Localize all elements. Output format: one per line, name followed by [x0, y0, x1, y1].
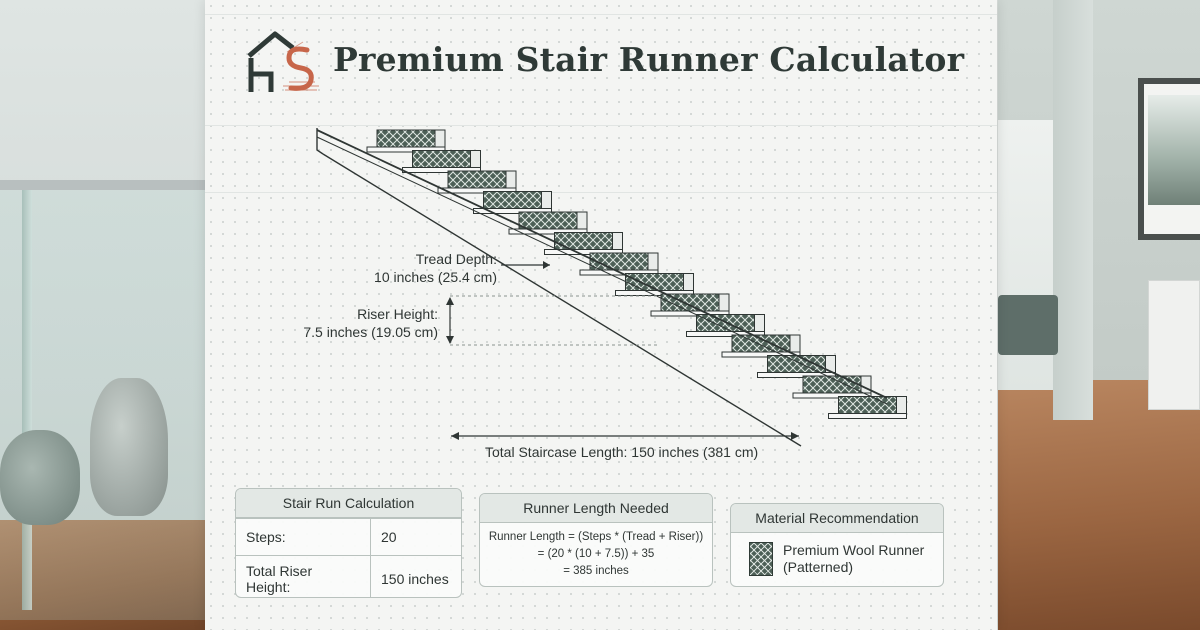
material-name-line: (Patterned) [783, 559, 854, 575]
divider [205, 14, 997, 15]
table-cell-label: Steps: [236, 518, 371, 556]
stair-riser-side [612, 232, 623, 250]
stair-riser-side [754, 314, 765, 332]
stair-runner-segment [518, 211, 578, 230]
divider [205, 192, 997, 193]
calculator-card: Premium Stair Runner Calculator Tread De… [205, 0, 997, 630]
material-panel: Material Recommendation Premium Wool Run… [730, 503, 944, 587]
material-name-line: Premium Wool Runner [783, 542, 925, 558]
stair-runner-segment [376, 129, 436, 148]
stair-riser-side [789, 334, 801, 353]
table-row: Total Riser Height: 150 inches [236, 555, 461, 597]
arrowhead [791, 432, 799, 440]
table-cell-value: 150 inches [370, 555, 461, 597]
stair-tread [828, 413, 907, 419]
stair-riser-side [718, 293, 730, 312]
glass-edge [22, 190, 32, 610]
arrowhead [446, 336, 454, 344]
right-room-scene [998, 0, 1200, 630]
stair-run-panel: Stair Run Calculation Steps: 20 Total Ri… [235, 488, 462, 598]
arrowhead [543, 261, 550, 269]
arrowhead [446, 297, 454, 305]
runner-length-panel: Runner Length Needed Runner Length = (St… [479, 493, 713, 587]
white-cabinet [1148, 280, 1200, 410]
riser-height-label: Riser Height: 7.5 inches (19.05 cm) [298, 305, 438, 341]
stair-riser-side [825, 355, 836, 373]
formula-line: = (20 * (10 + 7.5)) + 35 [537, 548, 655, 560]
riser-height-value: 7.5 inches (19.05 cm) [303, 324, 438, 340]
wall-picture-art [1148, 95, 1200, 205]
stair-top-end [316, 128, 324, 155]
table-row: Steps: 20 [236, 518, 461, 556]
material-name: Premium Wool Runner (Patterned) [783, 542, 933, 576]
stair-run-heading: Stair Run Calculation [236, 489, 461, 518]
runner-length-heading: Runner Length Needed [480, 494, 712, 523]
stair-runner-segment [838, 396, 897, 414]
left-room-scene [0, 0, 205, 630]
riser-height-title: Riser Height: [357, 306, 438, 322]
divider [205, 125, 997, 126]
patterned-runner-swatch-icon [749, 542, 773, 576]
material-item: Premium Wool Runner (Patterned) [731, 533, 943, 583]
formula-line: Runner Length = (Steps * (Tread + Riser)… [488, 531, 704, 543]
handrail-line [316, 129, 888, 399]
wood-floor [998, 380, 1200, 630]
total-length-label: Total Staircase Length: 150 inches (381 … [485, 444, 759, 460]
tread-depth-title: Tread Depth: [415, 251, 497, 267]
stringer-line [322, 153, 802, 447]
stair-riser-side [647, 252, 659, 271]
stair-riser-side [896, 396, 907, 414]
tread-depth-label: Tread Depth: 10 inches (25.4 cm) [369, 250, 497, 286]
wall-pillar [1053, 0, 1093, 420]
stair-runner-segment [447, 170, 507, 189]
stair-riser-side [683, 273, 694, 291]
wood-floor [0, 520, 205, 630]
stair-riser-side [470, 150, 481, 168]
stair-runner-segment [412, 150, 471, 168]
arrowhead [451, 432, 459, 440]
stair-riser-side [541, 191, 552, 209]
material-heading: Material Recommendation [731, 504, 943, 533]
stair-riser-side [860, 375, 872, 394]
vase [90, 378, 168, 516]
house-logo-icon [247, 31, 319, 92]
stair-run-table: Steps: 20 Total Riser Height: 150 inches [236, 518, 461, 597]
vase [0, 430, 80, 525]
stair-riser-side [576, 211, 588, 230]
handrail-line [316, 136, 888, 405]
table-cell-label: Total Riser Height: [236, 555, 371, 597]
stair-runner-segment [731, 334, 791, 353]
stair-runner-segment [554, 232, 613, 250]
stair-steps [366, 129, 907, 419]
stair-runner-segment [483, 191, 542, 209]
tread-depth-value: 10 inches (25.4 cm) [374, 269, 497, 285]
stair-riser-side [434, 129, 446, 148]
stair-riser-side [505, 170, 517, 189]
formula-result: = 385 inches [563, 565, 629, 577]
table-cell-value: 20 [370, 518, 461, 556]
runner-length-formula: Runner Length = (Steps * (Tread + Riser)… [480, 523, 712, 586]
page-title: Premium Stair Runner Calculator [333, 40, 965, 79]
staircase-diagram [316, 128, 907, 447]
sofa [998, 295, 1058, 355]
